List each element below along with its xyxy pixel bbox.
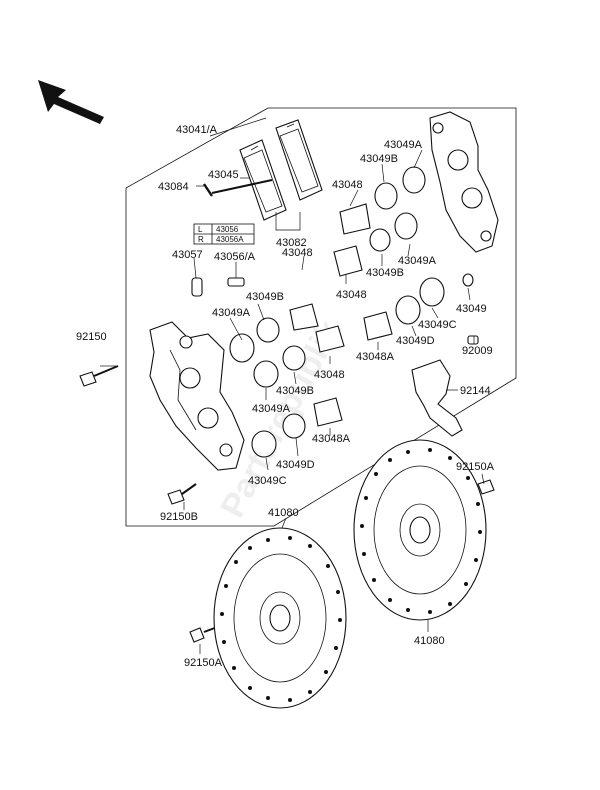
pad-pin [211, 179, 273, 194]
assembly-boundary [125, 107, 517, 527]
table-row2-side: R [198, 235, 204, 244]
mounting-bracket [411, 359, 463, 437]
callout-43049b-top: 43049B [360, 153, 398, 165]
callout-43049d-a: 43049D [276, 459, 315, 471]
callout-43049b-a: 43049B [246, 291, 284, 303]
right-caliper-body [429, 111, 499, 253]
left-caliper-body [149, 321, 245, 471]
front-direction-arrow-icon [38, 80, 104, 124]
callout-92144: 92144 [460, 385, 491, 397]
callout-92150a-right: 92150A [456, 461, 495, 473]
side-table: L 43056 R 43056A [193, 223, 255, 245]
brake-disc-right [353, 439, 487, 621]
callout-43048-top: 43048 [332, 179, 363, 191]
callout-43049-right: 43049 [456, 303, 487, 315]
pin-clip [203, 183, 213, 197]
caliper-plug [227, 277, 245, 287]
caliper-mount-bolt-upper [79, 365, 119, 387]
leader-lines [100, 117, 485, 654]
brake-disc-left [213, 527, 347, 709]
callout-43048-b: 43048 [314, 369, 345, 381]
table-row1-side: L [198, 225, 203, 234]
callout-43049b-right: 43049B [366, 267, 404, 279]
callout-43049a-top: 43049A [384, 139, 423, 151]
callout-43048-a: 43048 [282, 247, 313, 259]
callout-43048a-a: 43048A [312, 433, 351, 445]
callout-92150b: 92150B [160, 511, 198, 523]
callout-43049a-a: 43049A [212, 307, 251, 319]
pistons [289, 203, 393, 427]
table-row2-part: 43056A [216, 235, 244, 244]
table-row1-part: 43056 [216, 225, 239, 234]
callout-92150-left: 92150 [76, 331, 107, 343]
callout-43041: 43041/A [176, 124, 218, 136]
callout-43049d-right: 43049D [396, 335, 435, 347]
brake-pads [239, 119, 323, 221]
bleeder-bolt [191, 277, 203, 297]
callout-43057: 43057 [172, 249, 203, 261]
callout-43049c-a: 43049C [248, 475, 287, 487]
piston-seals [229, 166, 445, 458]
callout-43045: 43045 [208, 169, 239, 181]
callout-41080-right: 41080 [414, 635, 445, 647]
callout-43082: 43082 [276, 237, 307, 249]
callout-43056a-top: 43056/A [214, 251, 256, 263]
callout-43084: 43084 [158, 181, 189, 193]
callout-43049c-right: 43049C [418, 319, 457, 331]
callout-92009: 92009 [462, 345, 493, 357]
callout-43048-mid: 43048 [336, 289, 367, 301]
callout-41080-left: 41080 [268, 507, 299, 519]
bleeder-valve [467, 335, 479, 345]
callout-43049a-right: 43049A [398, 255, 437, 267]
caliper-nut [462, 273, 474, 287]
callout-43048a-right: 43048A [356, 351, 395, 363]
callout-43049a-b: 43049A [252, 403, 291, 415]
callout-43049b-b: 43049B [276, 385, 314, 397]
caliper-mount-bolt-lower [167, 483, 197, 505]
callout-92150a-left: 92150A [184, 657, 223, 669]
